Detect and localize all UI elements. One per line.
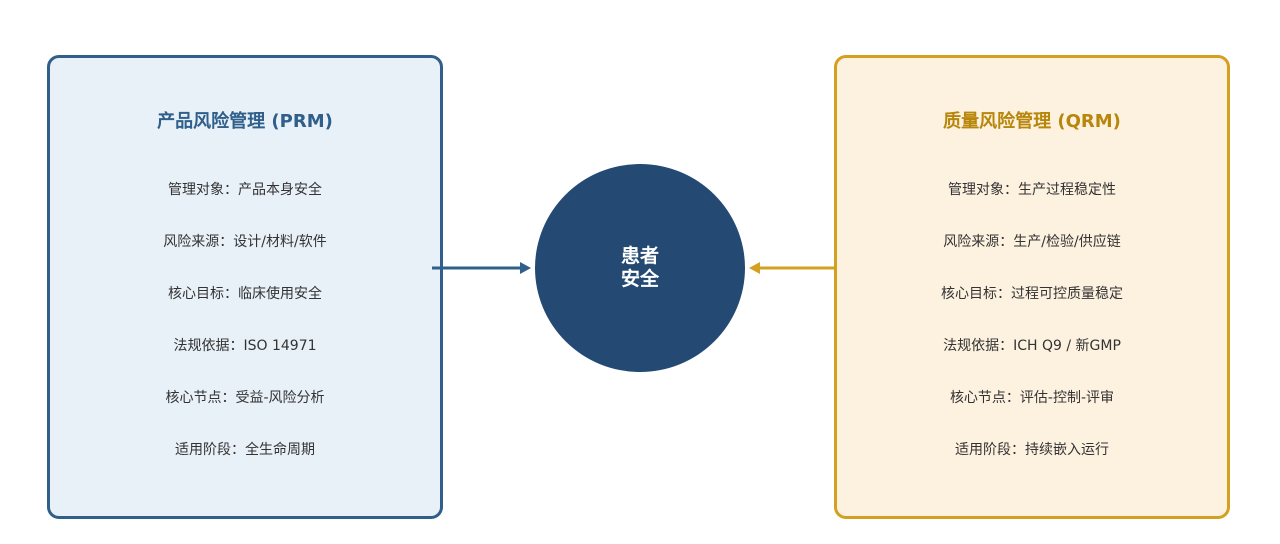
patient-safety-line1: 患者	[620, 245, 659, 267]
qrm-item-list: 管理对象：生产过程稳定性 风险来源：生产/检验/供应链 核心目标：过程可控质量稳…	[837, 180, 1227, 492]
left-arrow	[432, 262, 531, 274]
qrm-item-risk-source: 风险来源：生产/检验/供应链	[943, 234, 1121, 250]
qrm-item-core-node: 核心节点：评估-控制-评审	[949, 390, 1115, 406]
prm-item-management-object: 管理对象：产品本身安全	[168, 182, 322, 198]
left-arrowhead-icon	[520, 262, 531, 274]
patient-safety-circle: 患者 安全	[535, 164, 745, 372]
prm-item-core-goal: 核心目标：临床使用安全	[168, 286, 322, 302]
prm-item-applicable-stage: 适用阶段：全生命周期	[175, 442, 315, 458]
right-arrowhead-icon	[749, 262, 760, 274]
qrm-item-core-goal: 核心目标：过程可控质量稳定	[941, 286, 1123, 302]
qrm-panel: 质量风险管理 (QRM) 管理对象：生产过程稳定性 风险来源：生产/检验/供应链…	[834, 55, 1230, 519]
qrm-item-regulation: 法规依据：ICH Q9 / 新GMP	[943, 338, 1121, 354]
prm-item-risk-source: 风险来源：设计/材料/软件	[163, 234, 327, 250]
prm-panel: 产品风险管理 (PRM) 管理对象：产品本身安全 风险来源：设计/材料/软件 核…	[47, 55, 443, 519]
right-arrow	[749, 262, 848, 274]
patient-safety-line2: 安全	[620, 268, 659, 290]
patient-safety-label: 患者 安全	[621, 245, 659, 291]
prm-item-regulation: 法规依据：ISO 14971	[173, 338, 317, 354]
qrm-item-applicable-stage: 适用阶段：持续嵌入运行	[955, 442, 1109, 458]
prm-title: 产品风险管理 (PRM)	[157, 111, 333, 132]
qrm-title: 质量风险管理 (QRM)	[943, 111, 1121, 132]
qrm-item-management-object: 管理对象：生产过程稳定性	[948, 182, 1116, 198]
prm-item-core-node: 核心节点：受益-风险分析	[165, 390, 325, 406]
prm-item-list: 管理对象：产品本身安全 风险来源：设计/材料/软件 核心目标：临床使用安全 法规…	[50, 180, 440, 492]
